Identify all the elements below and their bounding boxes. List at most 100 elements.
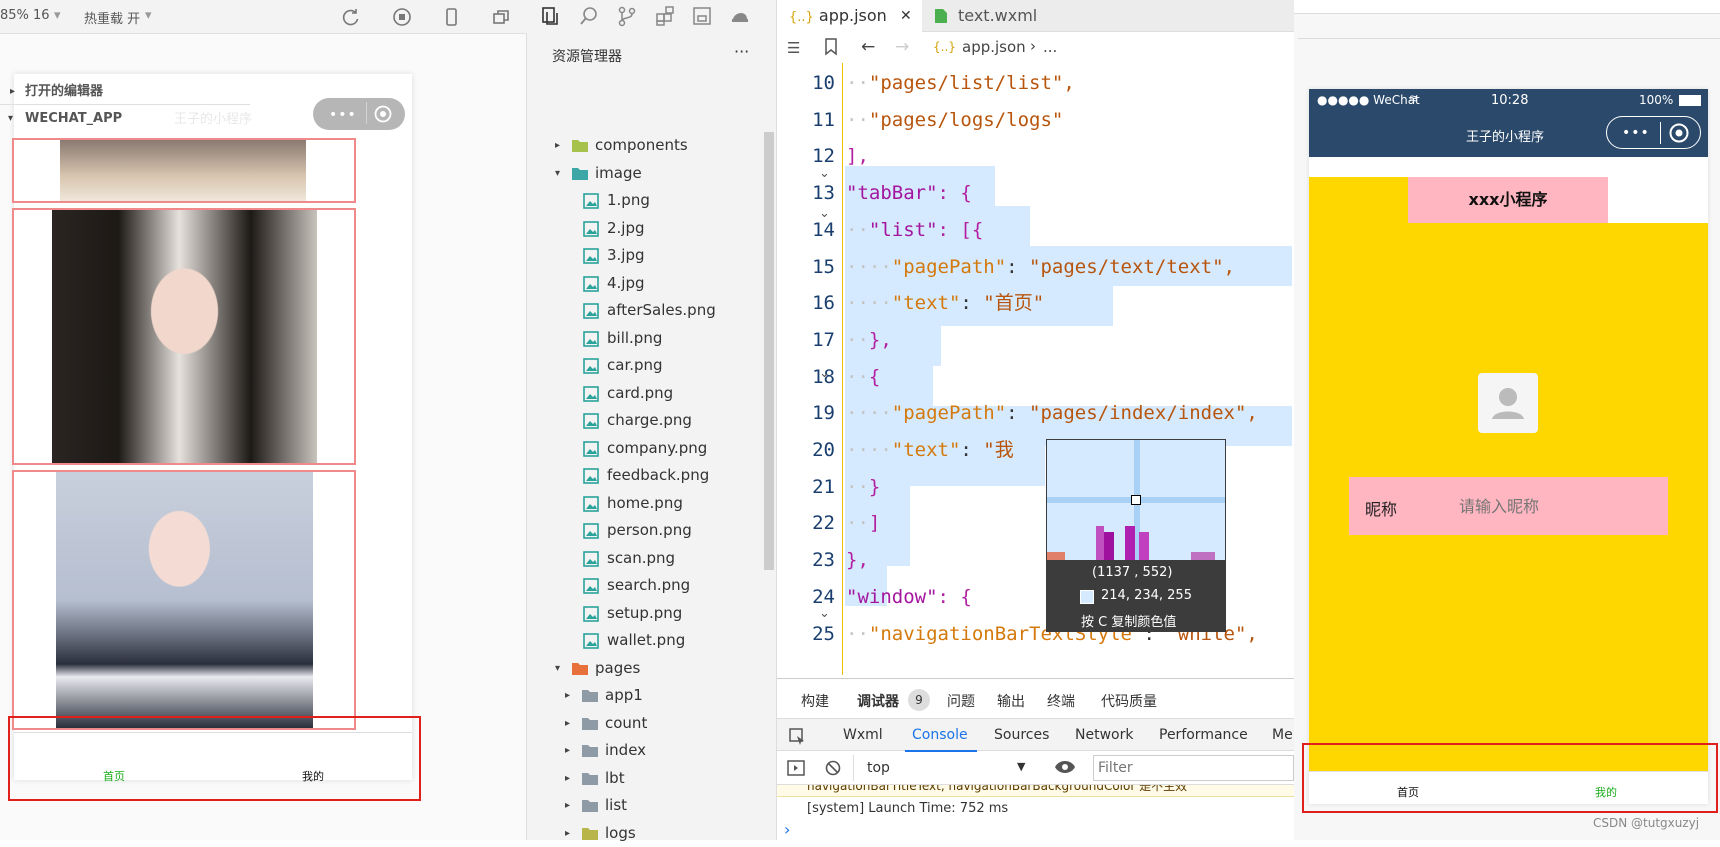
tree-item[interactable]: feedback.png xyxy=(537,462,787,489)
extensions-icon[interactable] xyxy=(654,5,676,27)
tree-item[interactable]: 1.png xyxy=(537,187,787,214)
stop-icon[interactable] xyxy=(392,7,412,27)
tree-arrow-icon[interactable]: ▾ xyxy=(555,167,561,179)
cloud-icon[interactable] xyxy=(729,5,751,27)
devtools-tab[interactable]: Me xyxy=(1272,727,1293,743)
explorer-scrollbar[interactable] xyxy=(764,132,774,570)
hot-reload-toggle[interactable]: 热重载 开 xyxy=(84,12,141,27)
close-icon[interactable]: ✕ xyxy=(900,8,912,24)
tree-item[interactable]: card.png xyxy=(537,380,787,407)
nickname-input[interactable] xyxy=(1459,491,1659,521)
devtools-tab[interactable]: Wxml xyxy=(843,727,883,743)
preview-tab-mine[interactable]: 我的 xyxy=(1595,786,1617,799)
context-dropdown-icon[interactable]: ▼ xyxy=(1017,760,1026,773)
phone-icon[interactable] xyxy=(441,7,461,27)
devtools-tab[interactable]: Network xyxy=(1075,727,1134,743)
context-select[interactable]: top xyxy=(867,760,890,776)
open-editors-section[interactable]: ▸打开的编辑器 xyxy=(0,78,250,105)
code-line[interactable]: ····"text": "首页" xyxy=(846,292,1045,315)
hot-reload-dropdown-icon[interactable]: ▾ xyxy=(145,8,152,23)
code-line[interactable]: ··} xyxy=(846,475,881,498)
tree-arrow-icon[interactable]: ▸ xyxy=(565,690,571,701)
tree-arrow-icon[interactable]: ▾ xyxy=(555,662,561,674)
tree-item[interactable]: ▸count xyxy=(537,710,787,737)
code-line[interactable]: ], xyxy=(846,136,869,176)
tree-item[interactable]: car.png xyxy=(537,352,787,379)
tab-app-json[interactable]: {..} app.json ✕ xyxy=(777,0,922,32)
source-control-icon[interactable] xyxy=(616,5,638,27)
sim-tab-mine[interactable]: 我的 xyxy=(302,770,324,783)
tree-arrow-icon[interactable]: ▸ xyxy=(555,140,561,151)
tree-item[interactable]: company.png xyxy=(537,435,787,462)
fold-chevron-icon[interactable]: ⌄ xyxy=(819,206,830,221)
code-line[interactable]: ····"pagePath": "pages/index/index", xyxy=(846,402,1258,425)
tree-arrow-icon[interactable]: ▸ xyxy=(565,717,571,729)
bookmark-icon[interactable] xyxy=(824,38,838,56)
sim-capsule-button[interactable]: ••• xyxy=(313,98,405,130)
breadcrumb-rest[interactable]: ... xyxy=(1043,38,1058,56)
debug-tab[interactable]: 代码质量 xyxy=(1101,694,1157,710)
back-arrow-icon[interactable]: ← xyxy=(861,37,876,57)
tree-item[interactable]: ▾pages xyxy=(527,655,777,682)
files-icon[interactable] xyxy=(539,5,561,27)
code-line[interactable]: ··"pages/list/list", xyxy=(846,72,1075,94)
close-target-icon[interactable] xyxy=(1669,123,1689,143)
zoom-dropdown-icon[interactable]: ▾ xyxy=(54,8,61,23)
debug-tab[interactable]: 调试器 xyxy=(857,694,899,710)
tree-item[interactable]: person.png xyxy=(537,517,787,544)
avatar[interactable] xyxy=(1478,373,1538,433)
inspect-icon[interactable] xyxy=(788,727,806,745)
tree-item[interactable]: ▸app1 xyxy=(537,682,787,709)
zoom-select[interactable]: 85% 16 xyxy=(0,8,50,23)
filter-input[interactable] xyxy=(1098,757,1288,779)
filter-input-box[interactable] xyxy=(1093,755,1294,781)
search-icon[interactable] xyxy=(578,5,600,27)
refresh-icon[interactable] xyxy=(341,7,361,27)
tree-item[interactable]: setup.png xyxy=(537,600,787,627)
tree-item[interactable]: scan.png xyxy=(537,545,787,572)
sidebar-toggle-icon[interactable] xyxy=(787,760,805,776)
close-target-icon[interactable] xyxy=(374,105,392,123)
tree-item[interactable]: wallet.png xyxy=(537,627,787,654)
windows-icon[interactable] xyxy=(491,7,511,27)
tab-text-wxml[interactable]: text.wxml xyxy=(922,0,1070,32)
code-line[interactable]: ····"pagePath": "pages/text/text", xyxy=(846,255,1235,278)
debug-tab[interactable]: 终端 xyxy=(1047,694,1075,710)
debug-tab[interactable]: 问题 xyxy=(947,694,975,710)
code-line[interactable]: ··] xyxy=(846,512,881,535)
console-prompt[interactable]: › xyxy=(784,820,791,839)
tree-arrow-icon[interactable]: ▸ xyxy=(565,827,571,839)
fold-chevron-icon[interactable]: ⌄ xyxy=(819,366,830,381)
code-line[interactable]: }, xyxy=(846,540,869,580)
code-line[interactable]: ··"pages/logs/logs" xyxy=(846,108,1064,131)
tree-arrow-icon[interactable]: ▸ xyxy=(565,745,571,756)
tree-item[interactable]: ▸list xyxy=(537,792,787,819)
clear-console-icon[interactable] xyxy=(825,760,841,776)
tree-item[interactable]: home.png xyxy=(537,490,787,517)
debug-tab[interactable]: 输出 xyxy=(997,694,1025,710)
tree-item[interactable]: 3.jpg xyxy=(537,242,787,269)
tree-arrow-icon[interactable]: ▸ xyxy=(565,772,571,784)
forward-arrow-icon[interactable]: → xyxy=(895,37,910,57)
storage-icon[interactable] xyxy=(691,5,713,27)
tree-item[interactable]: ▸logs xyxy=(537,820,787,847)
more-dots-icon[interactable]: ••• xyxy=(329,107,357,123)
eye-icon[interactable] xyxy=(1054,760,1076,774)
code-line[interactable]: "window": { xyxy=(846,577,972,617)
code-line[interactable]: ··}, xyxy=(846,328,892,351)
devtools-tab[interactable]: Console xyxy=(912,727,968,743)
code-line[interactable]: "tabBar": { xyxy=(846,173,972,213)
tree-item[interactable]: 2.jpg xyxy=(537,215,787,242)
tree-item[interactable]: search.png xyxy=(537,572,787,599)
more-dots-icon[interactable]: ••• xyxy=(1622,125,1650,141)
code-line[interactable]: ····"text": "我 xyxy=(846,439,1014,461)
devtools-tab[interactable]: Sources xyxy=(994,727,1050,743)
tree-item[interactable]: ▸lbt xyxy=(537,765,787,792)
fold-chevron-icon[interactable]: ⌄ xyxy=(819,606,830,621)
project-section[interactable]: ▾WECHAT_APP xyxy=(8,111,123,126)
sim-tab-home[interactable]: 首页 xyxy=(103,770,125,783)
tree-item[interactable]: 4.jpg xyxy=(537,270,787,297)
breadcrumb-file[interactable]: app.json xyxy=(962,38,1026,56)
explorer-more-button[interactable]: ··· xyxy=(734,42,750,61)
tree-item[interactable]: charge.png xyxy=(537,407,787,434)
